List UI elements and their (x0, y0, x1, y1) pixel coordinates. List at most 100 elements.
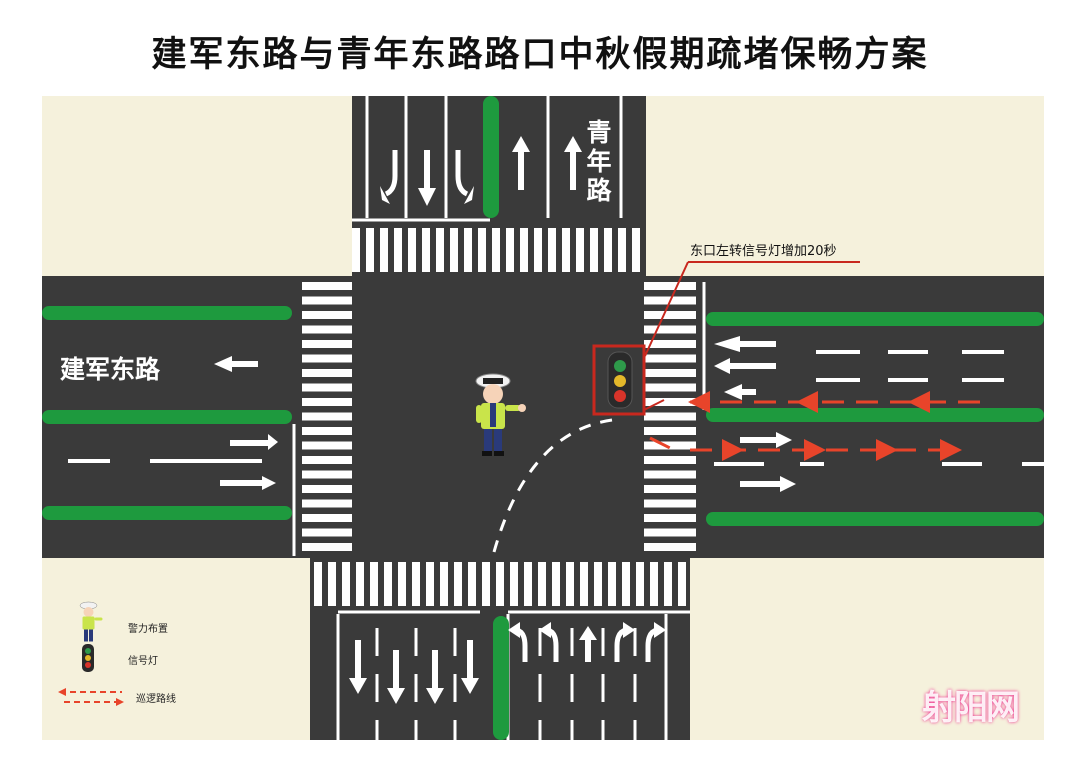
crosswalk-stripe (548, 228, 556, 272)
crosswalk-stripe (552, 562, 560, 606)
crosswalk-stripe (352, 228, 360, 272)
crosswalk-stripe (464, 228, 472, 272)
crosswalk-stripe (580, 562, 588, 606)
crosswalk-stripe (644, 354, 696, 363)
south-lane-arrows (349, 626, 597, 704)
road-label-jianjun: 建军东路 (60, 355, 161, 384)
crosswalk-stripe (302, 296, 352, 305)
crosswalk-stripe (520, 228, 528, 272)
crosswalk-north (352, 228, 640, 272)
crosswalk-stripe (302, 543, 352, 551)
legend-police-icon (79, 601, 103, 642)
crosswalk-stripe (394, 228, 402, 272)
crosswalk-stripe (534, 228, 542, 272)
crosswalk-stripe (302, 383, 352, 392)
crosswalk-stripe (302, 514, 352, 522)
south-lane-dashes (375, 628, 637, 740)
crosswalk-stripe (618, 228, 626, 272)
crosswalk-stripe (644, 543, 696, 551)
callout-line-3 (643, 399, 665, 411)
crosswalk-stripe (524, 562, 532, 606)
crosswalk-stripe (622, 562, 630, 606)
crosswalk-stripe (302, 485, 352, 493)
crosswalk-stripe (594, 562, 602, 606)
north-median (483, 96, 499, 218)
crosswalk-stripe (478, 228, 486, 272)
crosswalk-stripe (590, 228, 598, 272)
crosswalk-stripe (644, 340, 696, 348)
signal-callout-box (592, 344, 646, 416)
east-median-top (706, 312, 1044, 326)
crosswalk-stripe (644, 514, 696, 522)
west-lane-dashes (68, 459, 262, 463)
crosswalk-south (314, 562, 686, 606)
crosswalk-stripe (450, 228, 458, 272)
crosswalk-stripe (342, 562, 350, 606)
crosswalk-stripe (302, 325, 352, 334)
signal-callout-text: 东口左转信号灯增加20秒 (690, 244, 837, 259)
crosswalk-stripe (366, 228, 374, 272)
legend-signal-label: 信号灯 (128, 656, 158, 667)
crosswalk-stripe (384, 562, 392, 606)
crosswalk-stripe (644, 456, 696, 464)
traffic-light-icon (607, 351, 633, 409)
crosswalk-stripe (356, 562, 364, 606)
crosswalk-stripe (636, 562, 644, 606)
west-median-top (42, 306, 292, 320)
crosswalk-stripe (302, 412, 352, 421)
legend-police-label: 警力布置 (128, 624, 168, 635)
crosswalk-stripe (302, 282, 352, 290)
page-title: 建军东路与青年东路路口中秋假期疏堵保畅方案 (151, 34, 929, 75)
crosswalk-stripe (506, 228, 514, 272)
crosswalk-stripe (440, 562, 448, 606)
east-lane-dashes (714, 350, 1044, 466)
crosswalk-west (302, 282, 352, 551)
crosswalk-stripe (644, 485, 696, 493)
crosswalk-stripe (644, 528, 696, 537)
crosswalk-stripe (380, 228, 388, 272)
crosswalk-stripe (644, 427, 696, 435)
west-median-mid (42, 410, 292, 424)
left-turn-guide (492, 418, 613, 553)
crosswalk-stripe (302, 456, 352, 464)
crosswalk-stripe (468, 562, 476, 606)
south-median (493, 616, 509, 740)
north-lane-arrows (418, 136, 582, 206)
legend-patrol-label: 巡逻路线 (136, 694, 176, 705)
crosswalk-stripe (302, 441, 352, 450)
crosswalk-stripe (644, 441, 696, 450)
legend-signal-icon (82, 644, 94, 672)
crosswalk-stripe (538, 562, 546, 606)
crosswalk-stripe (608, 562, 616, 606)
road-label-qingnian: 青年路 (586, 118, 612, 205)
crosswalk-stripe (426, 562, 434, 606)
crosswalk-stripe (328, 562, 336, 606)
crosswalk-stripe (492, 228, 500, 272)
crosswalk-stripe (302, 427, 352, 435)
crosswalk-stripe (302, 470, 352, 479)
east-lane-arrows (714, 336, 796, 492)
crosswalk-stripe (576, 228, 584, 272)
crosswalk-stripe (482, 562, 490, 606)
crosswalk-stripe (454, 562, 462, 606)
crosswalk-stripe (302, 499, 352, 508)
crosswalk-stripe (510, 562, 518, 606)
crosswalk-stripe (566, 562, 574, 606)
north-lane-lines (352, 96, 623, 222)
crosswalk-stripe (408, 228, 416, 272)
crosswalk-stripe (370, 562, 378, 606)
crosswalk-stripe (644, 369, 696, 377)
crosswalk-stripe (398, 562, 406, 606)
legend-patrol-icon (60, 691, 122, 703)
east-median-bottom (706, 512, 1044, 526)
east-median-mid (706, 408, 1044, 422)
crosswalk-stripe (644, 398, 696, 406)
crosswalk-stripe (436, 228, 444, 272)
crosswalk-stripe (496, 562, 504, 606)
crosswalk-stripe (644, 325, 696, 334)
crosswalk-stripe (412, 562, 420, 606)
crosswalk-stripe (664, 562, 672, 606)
crosswalk-stripe (302, 369, 352, 377)
crosswalk-stripe (644, 311, 696, 319)
west-median-bottom (42, 506, 292, 520)
